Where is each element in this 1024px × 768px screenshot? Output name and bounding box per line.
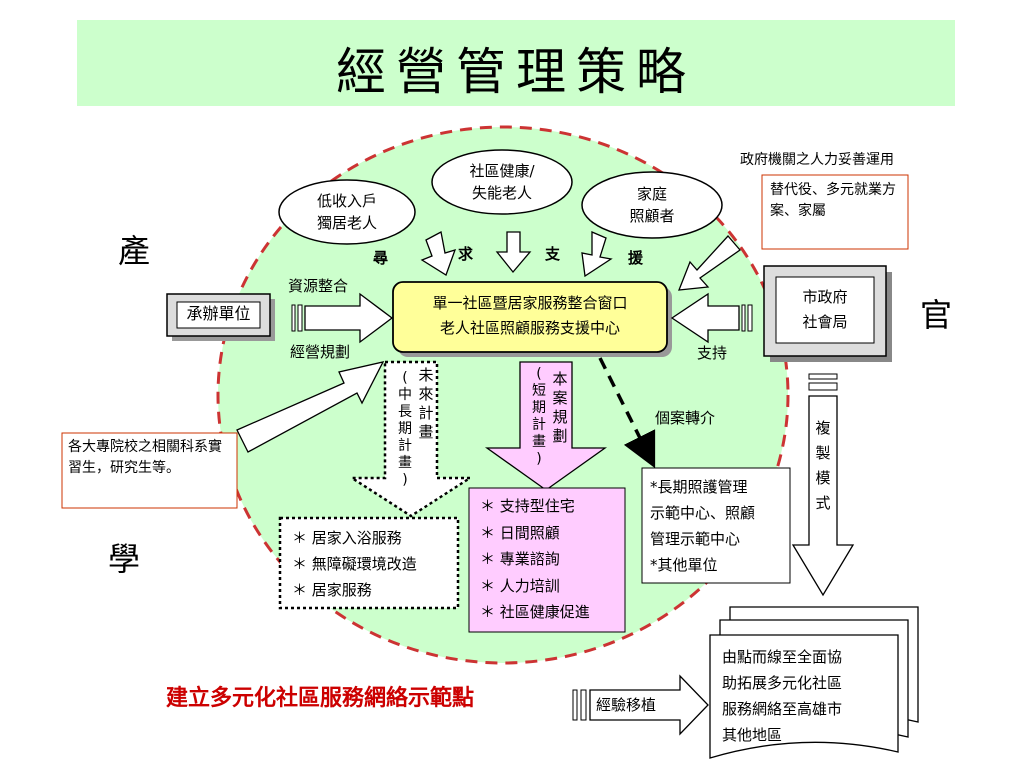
city-gov-box-inner bbox=[775, 276, 875, 344]
list-item: ＊ 專業諮詢 bbox=[480, 550, 560, 568]
support-label: 支持 bbox=[697, 344, 728, 362]
need-disabled-elderly: 社區健康/失能老人 bbox=[469, 162, 535, 202]
center-line-1: 單一社區暨居家服務整合窗口 bbox=[432, 294, 628, 312]
list-item: ＊ 居家服務 bbox=[292, 581, 372, 599]
demo-units-box bbox=[641, 467, 791, 584]
gov-note-arrow bbox=[678, 235, 741, 291]
university-note-text: 各大專院校之相關科系實習生，研究生等。 bbox=[68, 439, 222, 476]
copy-mode-text: 複製模式 bbox=[815, 419, 831, 512]
page-title: 經營管理策略 bbox=[336, 43, 696, 101]
list-item: 示範中心、照顧 bbox=[650, 504, 756, 522]
list-item: ＊ 人力培訓 bbox=[480, 576, 560, 595]
need-family-caregiver: 家庭照顧者 bbox=[629, 185, 675, 225]
operation-planning-label: 經營規劃 bbox=[290, 343, 351, 361]
down-arrow-1 bbox=[420, 231, 457, 276]
future-plan-col2: (中長期計畫) bbox=[398, 370, 412, 488]
list-item: ＊ 居家入浴服務 bbox=[292, 529, 402, 547]
list-item: ＊ 社區健康促進 bbox=[480, 603, 590, 621]
network-title: 建立多元化社區服務網絡示範點 bbox=[166, 685, 475, 711]
list-item: 管理示範中心 bbox=[650, 530, 741, 548]
demo-units-list: *長期照護管理 示範中心、照顧 管理示範中心 *其他單位 bbox=[650, 474, 755, 578]
current-plan-arrow bbox=[484, 361, 608, 491]
university-note-box bbox=[61, 432, 238, 509]
university-arrow bbox=[236, 361, 385, 453]
support-arrow bbox=[670, 292, 740, 344]
short-services-list: ＊ 支持型住宅 ＊ 日間照顧 ＊ 專業諮詢 ＊ 人力培訓 ＊ 社區健康促進 bbox=[480, 493, 590, 626]
seek-char-1: 尋 bbox=[373, 249, 389, 267]
document-stack-front bbox=[709, 634, 899, 759]
copy-mode-arrow bbox=[791, 395, 855, 597]
gov-note-body: 替代役、多元就業方案、家屬 bbox=[770, 182, 896, 219]
current-plan-col2: (短期計畫) bbox=[532, 366, 546, 467]
need-ellipse-3 bbox=[581, 171, 723, 239]
need-low-income: 低收入戶獨居老人 bbox=[316, 192, 377, 232]
government-label: 官 bbox=[920, 296, 953, 334]
list-item: *其他單位 bbox=[650, 556, 718, 574]
academia-label: 學 bbox=[108, 540, 141, 578]
need-ellipse-1 bbox=[278, 179, 416, 245]
contractor-label: 承辦單位 bbox=[186, 304, 251, 323]
current-plan-col1: 本案規劃 bbox=[552, 370, 568, 445]
gov-note-header: 政府機關之人力妥善運用 bbox=[740, 152, 894, 168]
contractor-arrow bbox=[304, 292, 394, 344]
seek-char-4: 援 bbox=[628, 249, 644, 267]
expansion-text: 由點而線至全面協 助拓展多元化社區 服務網絡至高雄市 其他地區 bbox=[722, 648, 843, 744]
resource-integration-label: 資源整合 bbox=[288, 277, 349, 295]
city-gov-text: 市政府 社會局 bbox=[802, 288, 848, 331]
transplant-label: 經驗移植 bbox=[596, 696, 657, 714]
center-line-2: 老人社區照顧服務支援中心 bbox=[439, 319, 620, 337]
gov-note-box bbox=[761, 174, 909, 250]
list-item: ＊ 日間照顧 bbox=[480, 523, 560, 542]
home-services-box bbox=[278, 516, 460, 610]
center-box bbox=[392, 281, 668, 353]
contractor-box-inner bbox=[176, 301, 261, 329]
down-arrow-2 bbox=[495, 231, 532, 274]
title-banner: 經營管理策略 bbox=[77, 20, 955, 106]
transplant-arrow bbox=[589, 674, 709, 736]
short-services-box bbox=[468, 487, 626, 633]
seek-char-2: 求 bbox=[458, 245, 474, 263]
referral-label: 個案轉介 bbox=[655, 409, 716, 427]
industry-label: 產 bbox=[118, 232, 151, 270]
future-plan-col1: 未來計畫 bbox=[418, 366, 434, 441]
center-box-text: 單一社區暨居家服務整合窗口 老人社區照顧服務支援中心 bbox=[393, 291, 667, 341]
list-item: ＊ 支持型住宅 bbox=[480, 497, 575, 515]
list-item: ＊ 無障礙環境改造 bbox=[292, 555, 417, 573]
future-plan-arrow bbox=[347, 360, 475, 518]
home-services-list: ＊ 居家入浴服務 ＊ 無障礙環境改造 ＊ 居家服務 bbox=[292, 525, 417, 603]
down-arrow-3 bbox=[581, 231, 613, 278]
list-item: *長期照護管理 bbox=[650, 478, 748, 496]
seek-char-3: 支 bbox=[545, 245, 561, 263]
need-ellipse-2 bbox=[431, 149, 573, 215]
